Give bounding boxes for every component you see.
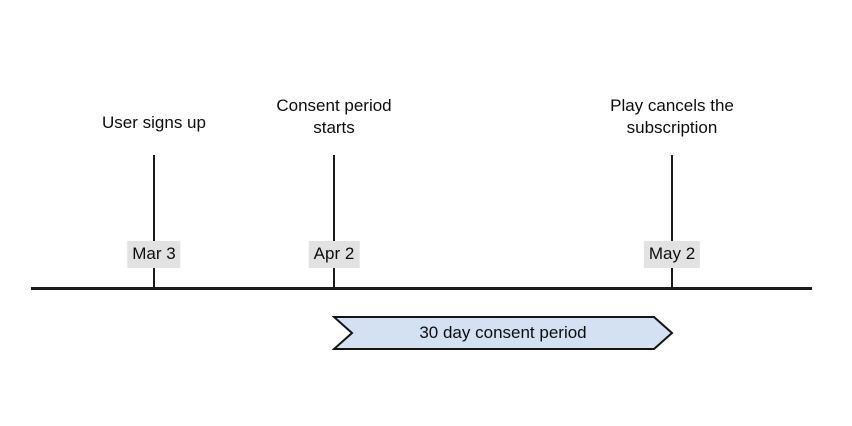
consent-period-banner: 30 day consent period bbox=[332, 315, 674, 351]
event-title-0: User signs up bbox=[102, 113, 206, 132]
event-title-2: Play cancels the subscription bbox=[610, 96, 734, 137]
tick-line-event-1 bbox=[333, 155, 335, 290]
tick-line-event-0 bbox=[153, 155, 155, 290]
event-title-1: Consent period starts bbox=[276, 96, 392, 137]
tick-line-event-2 bbox=[671, 155, 673, 290]
timeline-axis bbox=[31, 287, 812, 290]
date-chip-1: Apr 2 bbox=[308, 241, 360, 268]
banner-chevron-shape bbox=[332, 316, 674, 350]
date-chip-2: May 2 bbox=[643, 241, 701, 268]
date-chip-0: Mar 3 bbox=[127, 241, 181, 268]
